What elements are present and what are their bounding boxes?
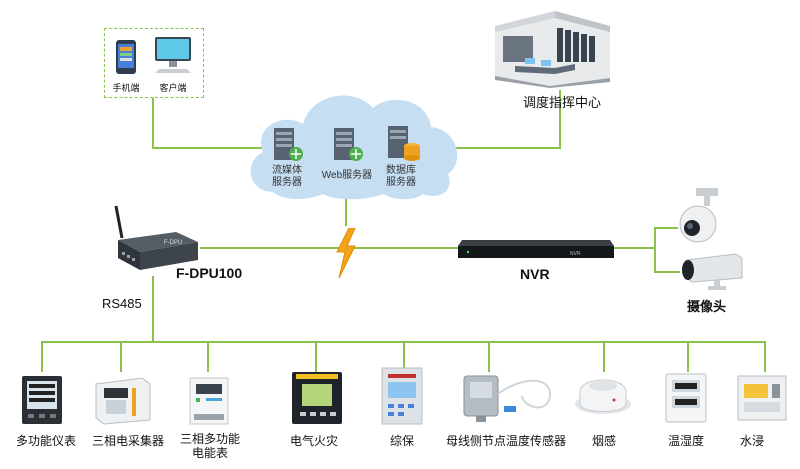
- smoke-detector-icon: [575, 379, 631, 414]
- device-label-protection-relay: 综保: [390, 434, 415, 448]
- device-label-humidity-sensor: 温湿度: [668, 434, 705, 448]
- bullet-camera-icon: [682, 253, 743, 290]
- nvr-label: NVR: [520, 266, 550, 282]
- gateway-label: F-DPU100: [176, 265, 243, 281]
- water-sensor-icon: [737, 375, 787, 421]
- power-meter-icon: [22, 376, 62, 424]
- energy-meter-icon: [189, 377, 229, 425]
- fire-monitor-icon: [292, 372, 342, 424]
- humidity-sensor-icon: [665, 373, 707, 423]
- energy-collector-icon: [95, 377, 151, 425]
- control-center-label: 调度指挥中心: [523, 95, 602, 110]
- gateway-device-icon: F-DPU: [114, 205, 198, 270]
- database-server-label: 数据库服务器: [386, 165, 416, 188]
- dome-camera-icon: [679, 188, 718, 243]
- device-label-power-meter: 多功能仪表: [16, 434, 77, 448]
- nvr-device-icon: NVR: [458, 240, 614, 258]
- control-center-icon: [495, 11, 610, 88]
- device-label-energy-meter: 三相多功能电能表: [180, 432, 241, 460]
- web-server-label: Web服务器: [321, 170, 373, 181]
- device-label-temperature-sensor: 母线侧节点温度传感器: [446, 434, 567, 448]
- mobile-phone-icon: [116, 40, 136, 74]
- mobile-label: 手机端: [112, 83, 140, 93]
- desktop-label: 客户端: [159, 83, 187, 93]
- streaming-server-label: 流媒体服务器: [272, 165, 302, 188]
- clients-group: 手机端 客户端: [104, 28, 204, 98]
- streaming-server-icon: [274, 128, 303, 161]
- camera-label: 摄像头: [687, 299, 727, 314]
- database-server-icon: [388, 126, 420, 161]
- device-label-smoke-detector: 烟感: [592, 434, 617, 448]
- svg-text:F-DPU: F-DPU: [164, 240, 182, 246]
- lightning-icon: [336, 228, 356, 278]
- rs485-label: RS485: [102, 296, 142, 311]
- nvr-device-text: NVR: [570, 251, 581, 257]
- device-label-energy-collector: 三相电采集器: [92, 434, 165, 448]
- temperature-sensor-icon: [463, 375, 552, 422]
- device-label-water-sensor: 水浸: [740, 434, 765, 448]
- desktop-computer-icon: [155, 37, 191, 73]
- device-label-fire-monitor: 电气火灾: [290, 434, 339, 448]
- protection-relay-icon: [381, 367, 423, 425]
- web-server-icon: [334, 128, 363, 161]
